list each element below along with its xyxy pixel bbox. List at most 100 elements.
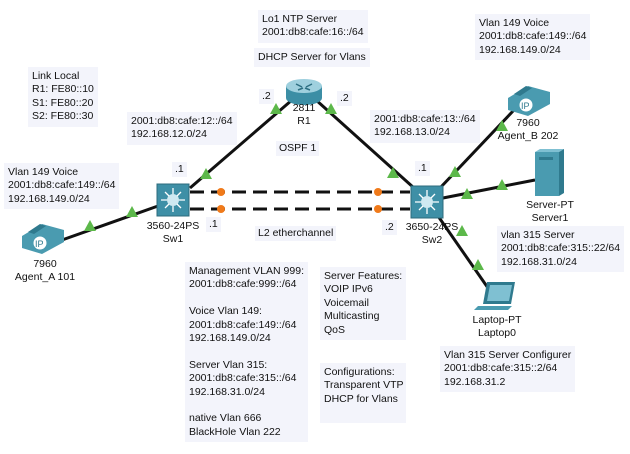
- device-model: 7960: [516, 117, 540, 129]
- interface-sw1-ec: .1: [206, 217, 221, 232]
- etherchannel-port-dot: [217, 188, 225, 196]
- note-vlans: Management VLAN 999:2001:db8:cafe:999::/…: [185, 262, 308, 443]
- ospf-label: OSPF 1: [276, 141, 320, 156]
- note-line: 192.168.149.0/24: [8, 192, 90, 205]
- note-line: 192.168.12.0/24: [131, 128, 207, 141]
- note-line: native Vlan 666: [189, 412, 262, 425]
- interface-sw2-up: .1: [415, 161, 430, 176]
- note-line: Vlan 315 Server Configurer: [444, 349, 572, 361]
- link-up-indicator: [200, 168, 212, 179]
- note-line: 2001:db8:cafe:315::/64: [189, 372, 297, 385]
- link-up-indicator: [84, 220, 96, 231]
- note-line: [189, 292, 304, 305]
- link-up-indicator: [456, 225, 468, 236]
- note-line: BlackHole Vlan 222: [189, 425, 281, 438]
- link-up-indicator: [325, 103, 337, 114]
- device-model: Laptop-PT: [472, 314, 522, 326]
- link-up-indicator: [449, 166, 461, 177]
- note-line: Voicemail: [324, 296, 369, 309]
- link-up-indicator: [472, 259, 484, 270]
- note-line: 192.168.13.0/24: [374, 126, 450, 139]
- note-line: 2001:db8:cafe:13::/64: [374, 113, 476, 125]
- router-icon[interactable]: [286, 79, 322, 105]
- ip-phone-icon[interactable]: IP: [22, 224, 64, 254]
- note-line: R1: FE80::10: [32, 83, 94, 96]
- note-line: S1: FE80::20: [32, 96, 94, 109]
- note-line: Server Features:: [324, 270, 403, 282]
- svg-text:IP: IP: [35, 239, 44, 249]
- note-line: Vlan 149 Voice: [8, 166, 79, 178]
- note-line: 192.168.31.0/24: [501, 255, 577, 268]
- link-up-indicator: [387, 167, 399, 178]
- interface-sw2-ec: .2: [382, 220, 397, 235]
- device-name: Sw1: [162, 233, 184, 246]
- note-line: 192.168.149.0/24: [189, 332, 271, 345]
- link-sw1-phone-a[interactable]: [61, 204, 159, 242]
- device-model: 7960: [33, 258, 57, 270]
- link-sw2-server[interactable]: [442, 178, 536, 200]
- note-dhcp-server: DHCP Server for Vlans: [254, 48, 370, 68]
- svg-text:IP: IP: [521, 101, 530, 111]
- interface-r1-right: .2: [337, 91, 352, 106]
- device-model: 3650-24PS: [405, 221, 459, 233]
- note-line: Server Vlan 315:: [189, 358, 268, 371]
- note-line: Transparent VTP: [324, 379, 404, 392]
- note-line: 2001:db8:cafe:16::/64: [262, 26, 364, 39]
- note-line: 2001:db8:cafe:999::/64: [189, 278, 297, 291]
- device-model: 3560-24PS: [146, 220, 200, 232]
- link-up-indicator: [496, 120, 508, 131]
- note-line: 192.168.149.0/24: [479, 43, 561, 56]
- link-up-indicator: [270, 103, 282, 114]
- device-model: 2811: [292, 102, 316, 114]
- link-up-indicator: [496, 179, 508, 190]
- etherchannel-port-dot: [374, 188, 382, 196]
- device-name: Server1: [531, 212, 569, 225]
- multilayer-switch-icon[interactable]: [156, 183, 190, 217]
- note-line: Configurations:: [324, 366, 395, 378]
- device-name: Laptop0: [478, 327, 516, 340]
- device-name: Sw2: [421, 234, 443, 247]
- laptop-icon[interactable]: [474, 282, 515, 310]
- note-line: Vlan 149 Voice: [479, 17, 550, 29]
- note-line: 2001:db8:cafe:149::/64: [479, 30, 587, 43]
- note-line: S2: FE80::30: [32, 110, 94, 123]
- note-line: 2001:db8:cafe:315::22/64: [501, 242, 621, 255]
- link-r1-sw2[interactable]: [314, 98, 416, 190]
- etherchannel-port-dot: [374, 205, 382, 213]
- link-up-indicator: [126, 206, 138, 217]
- interface-r1-left: .2: [259, 89, 274, 104]
- note-line: Link Local: [32, 70, 80, 82]
- device-name: Agent_B 202: [497, 130, 559, 143]
- note-line: DHCP Server for Vlans: [258, 51, 366, 63]
- ip-phone-icon[interactable]: IP: [508, 86, 550, 116]
- note-line: DHCP for Vlans: [324, 392, 398, 405]
- note-line: 2001:db8:cafe:149::/64: [8, 179, 116, 192]
- note-line: 192.168.31.0/24: [189, 385, 265, 398]
- note-line: [189, 399, 304, 412]
- note-line: QoS: [324, 323, 346, 336]
- note-line: vlan 315 Server: [501, 229, 575, 241]
- note-line: [324, 406, 402, 419]
- note-line: Voice Vlan 149:: [189, 305, 262, 318]
- multilayer-switch-icon[interactable]: [410, 185, 444, 219]
- link-sw2-laptop[interactable]: [436, 215, 490, 289]
- server-icon[interactable]: [535, 149, 564, 196]
